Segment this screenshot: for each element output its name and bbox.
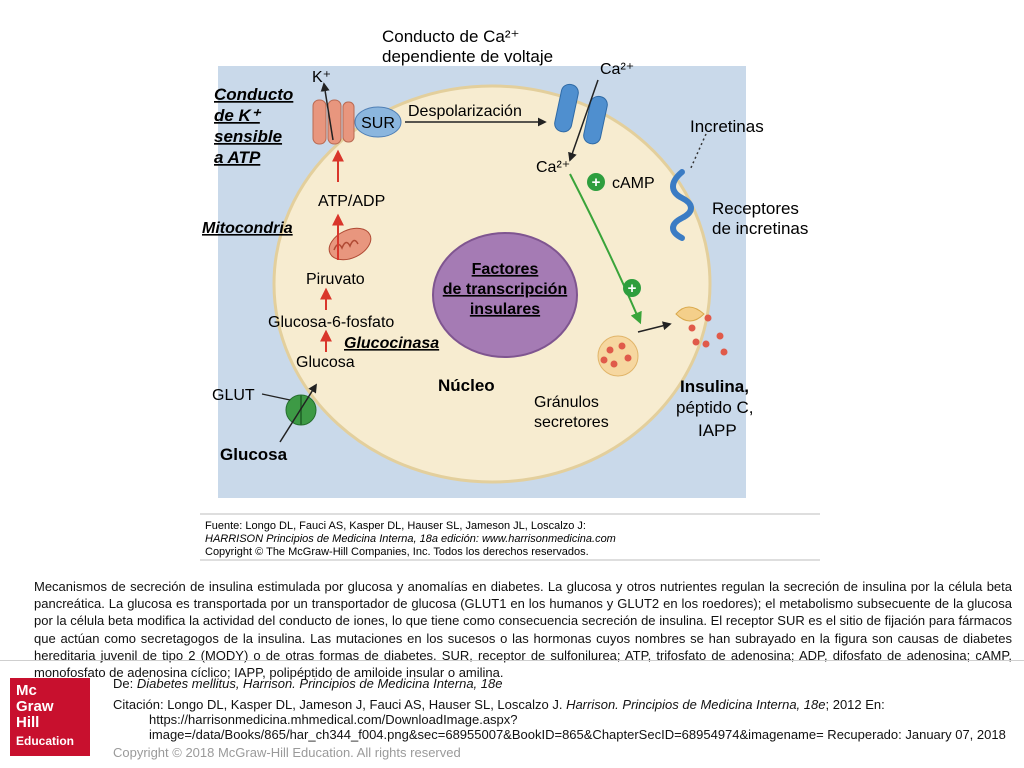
diagram-svg: + + Conducto de K⁺ sensible a ATP K⁺ SUR… — [200, 27, 820, 561]
products-label-2: péptido C, — [676, 398, 754, 417]
ca-channel-label-2: dependiente de voltaje — [382, 47, 553, 66]
source-prefix: De: — [113, 676, 137, 691]
products-label-3: IAPP — [698, 421, 737, 440]
figure-source-line-3: Copyright © The McGraw-Hill Companies, I… — [205, 546, 589, 558]
footer-divider — [0, 660, 1024, 661]
glucokinase-label: Glucocinasa — [344, 335, 439, 352]
secretory-granule-icon — [597, 335, 639, 377]
released-insulin-icon — [688, 314, 728, 356]
logo-line: Education — [16, 734, 75, 748]
mcgraw-hill-logo: Mc Graw Hill Education — [10, 678, 90, 756]
ca-to-granule-arrow — [569, 173, 642, 325]
ca-outside-label: Ca²⁺ — [600, 61, 634, 78]
ca-channel-icon — [554, 83, 608, 145]
insulin-secretion-diagram: + + Conducto de K⁺ sensible a ATP K⁺ SUR… — [200, 22, 820, 562]
camp-label: cAMP — [612, 175, 655, 192]
ca-inside-label: Ca²⁺ — [536, 159, 570, 176]
sur-label: SUR — [361, 115, 395, 132]
logo-line: Graw — [16, 698, 54, 715]
nucleus-icon — [432, 232, 578, 358]
granules-label-1: Gránulos — [534, 394, 599, 411]
mitochondria-icon — [328, 227, 372, 261]
nucleus-factors-label-1: Factores — [472, 261, 539, 278]
glucose-entry-arrow — [279, 383, 317, 443]
figure-source-line-1: Fuente: Longo DL, Fauci AS, Kasper DL, H… — [205, 520, 586, 532]
k-channel-label-2: de K⁺ — [214, 106, 262, 125]
figure-source-line-2: HARRISON Principios de Medicina Interna,… — [205, 533, 616, 545]
citation-url[interactable]: https://harrisonmedicina.mhmedical.com/D… — [149, 712, 1006, 742]
sur-receptor-icon — [354, 106, 402, 138]
citation-text: Citación: Longo DL, Kasper DL, Jameson J… — [113, 697, 567, 712]
granules-label-2: secretores — [534, 414, 609, 431]
ca-channel-label-1: Conducto de Ca²⁺ — [382, 27, 520, 46]
plus-sign: + — [592, 174, 601, 191]
nucleus-factors-label-3: insulares — [470, 301, 540, 318]
exocytosis-pore-icon — [675, 306, 705, 322]
plus-icon — [623, 279, 641, 297]
incretin-binding-line — [689, 133, 707, 171]
k-ion-label: K⁺ — [312, 69, 331, 86]
source-title: Diabetes mellitus, Harrison. Principios … — [136, 676, 503, 691]
incretins-label: Incretinas — [690, 117, 764, 136]
citation-book: Harrison. Principios de Medicina Interna… — [566, 697, 826, 712]
depolarization-label: Despolarización — [408, 103, 522, 120]
nucleus-label: Núcleo — [438, 376, 495, 395]
mitochondria-label: Mitocondria — [202, 220, 293, 237]
glut-label: GLUT — [212, 387, 255, 404]
k-channel-label-4: a ATP — [214, 148, 261, 167]
incretin-receptor-icon — [670, 169, 694, 241]
logo-line: Mc — [16, 682, 37, 699]
ca-influx-arrow — [568, 79, 599, 162]
citation: Citación: Longo DL, Kasper DL, Jameson J… — [113, 697, 1018, 742]
figure-caption: Mecanismos de secreción de insulina esti… — [34, 579, 1012, 681]
k-efflux-arrow — [320, 82, 334, 141]
atp-adp-label: ATP/ADP — [318, 193, 385, 210]
nucleus-factors-label-2: de transcripción — [443, 281, 567, 298]
glucose-inside-label: Glucosa — [296, 354, 355, 371]
copyright-notice: Copyright © 2018 McGraw-Hill Education. … — [113, 745, 461, 760]
glucose-outside-label: Glucosa — [220, 445, 288, 464]
incretin-receptors-label-1: Receptores — [712, 199, 799, 218]
citation-tail: ; 2012 En: — [825, 697, 885, 712]
k-channel-label-3: sensible — [214, 127, 282, 146]
logo-line: Hill — [16, 714, 40, 731]
incretin-receptors-label-2: de incretinas — [712, 219, 808, 238]
k-atp-channel-icon — [312, 99, 355, 145]
granule-fusion-arrow — [637, 321, 672, 333]
plus-sign: + — [628, 280, 637, 297]
g6p-label: Glucosa-6-fosfato — [268, 314, 394, 331]
source-line: De: Diabetes mellitus, Harrison. Princip… — [113, 676, 502, 691]
glut-pointer-line — [261, 393, 291, 401]
pyruvate-label: Piruvato — [306, 271, 365, 288]
plus-icon — [587, 173, 605, 191]
k-channel-label-1: Conducto — [214, 85, 293, 104]
products-label-1: Insulina, — [680, 377, 749, 396]
